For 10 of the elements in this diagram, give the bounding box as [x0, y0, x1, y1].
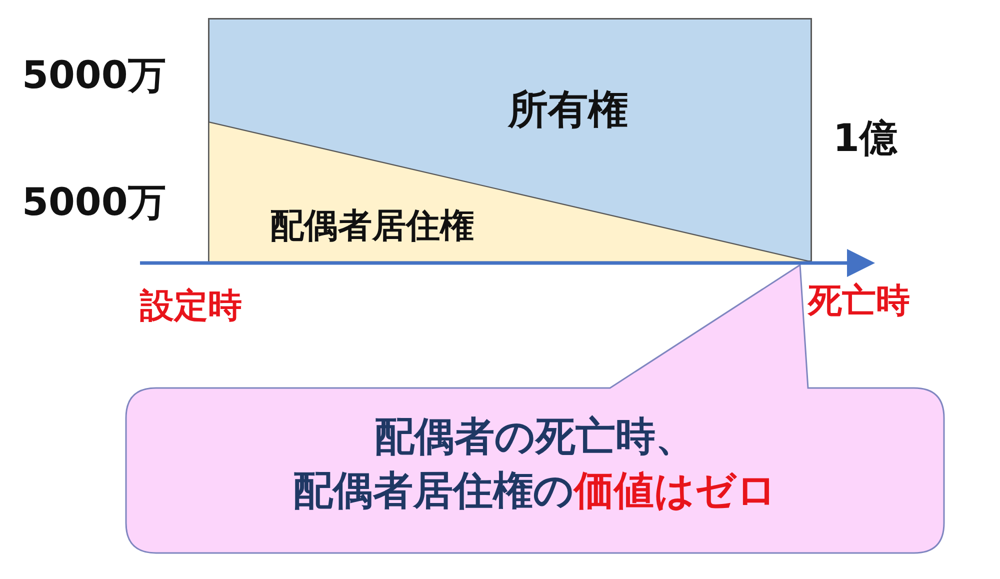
value-label: 5000万	[22, 182, 166, 224]
region-label: 配偶者居住権	[270, 208, 474, 246]
region-label: 所有権	[508, 88, 628, 132]
value-label: 1億	[833, 118, 898, 160]
time-label: 死亡時	[808, 283, 910, 320]
time-label: 設定時	[140, 288, 242, 326]
ownership-region	[208, 18, 812, 262]
callout-text: 配偶者の死亡時、配偶者居住権の価値はゼロ	[292, 413, 778, 516]
value-label: 5000万	[22, 55, 166, 97]
speech-bubble	[125, 264, 945, 555]
